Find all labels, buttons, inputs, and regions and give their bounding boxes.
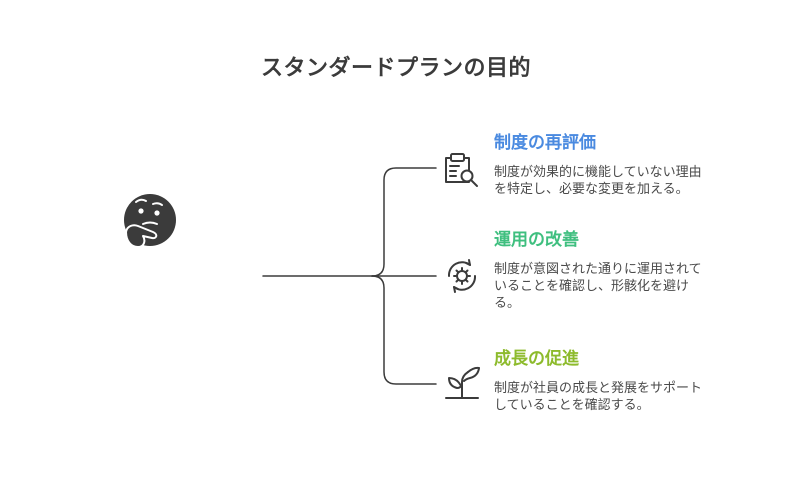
item-heading: 制度の再評価	[494, 133, 596, 153]
gear-cycle-icon	[447, 259, 477, 293]
item-description-line: 制度が効果的に機能していない理由	[494, 165, 702, 180]
item-description: 制度が社員の成長と発展をサポート していることを確認する。	[494, 380, 764, 414]
item-description-line: る。	[494, 296, 521, 311]
item-heading: 成長の促進	[494, 349, 579, 369]
thinking-face-icon	[124, 194, 176, 248]
connector-branch-1	[371, 167, 437, 277]
page-title: スタンダードプランの目的	[260, 56, 531, 81]
item-description: 制度が効果的に機能していない理由 を特定し、必要な変更を加える。	[494, 164, 764, 198]
item-description-line: 制度が社員の成長と発展をサポート	[494, 381, 703, 396]
item-description: 制度が意図された通りに運用されて いることを確認し、形骸化を避け る。	[494, 261, 764, 312]
connector-lines	[262, 167, 437, 385]
item-description-line: いることを確認し、形骸化を避け	[494, 279, 690, 294]
purpose-item-growth: 成長の促進 制度が社員の成長と発展をサポート していることを確認する。	[494, 349, 764, 414]
purpose-item-improvement: 運用の改善 制度が意図された通りに運用されて いることを確認し、形骸化を避け る…	[494, 230, 764, 312]
item-description-line: していることを確認する。	[494, 398, 650, 413]
clipboard-search-icon	[445, 153, 478, 187]
item-description-line: を特定し、必要な変更を加える。	[494, 182, 689, 197]
sprout-icon	[445, 366, 480, 399]
connector-branch-3	[371, 275, 437, 385]
purpose-item-reevaluation: 制度の再評価 制度が効果的に機能していない理由 を特定し、必要な変更を加える。	[494, 133, 764, 198]
item-heading: 運用の改善	[494, 230, 579, 250]
item-description-line: 制度が意図された通りに運用されて	[494, 262, 702, 277]
